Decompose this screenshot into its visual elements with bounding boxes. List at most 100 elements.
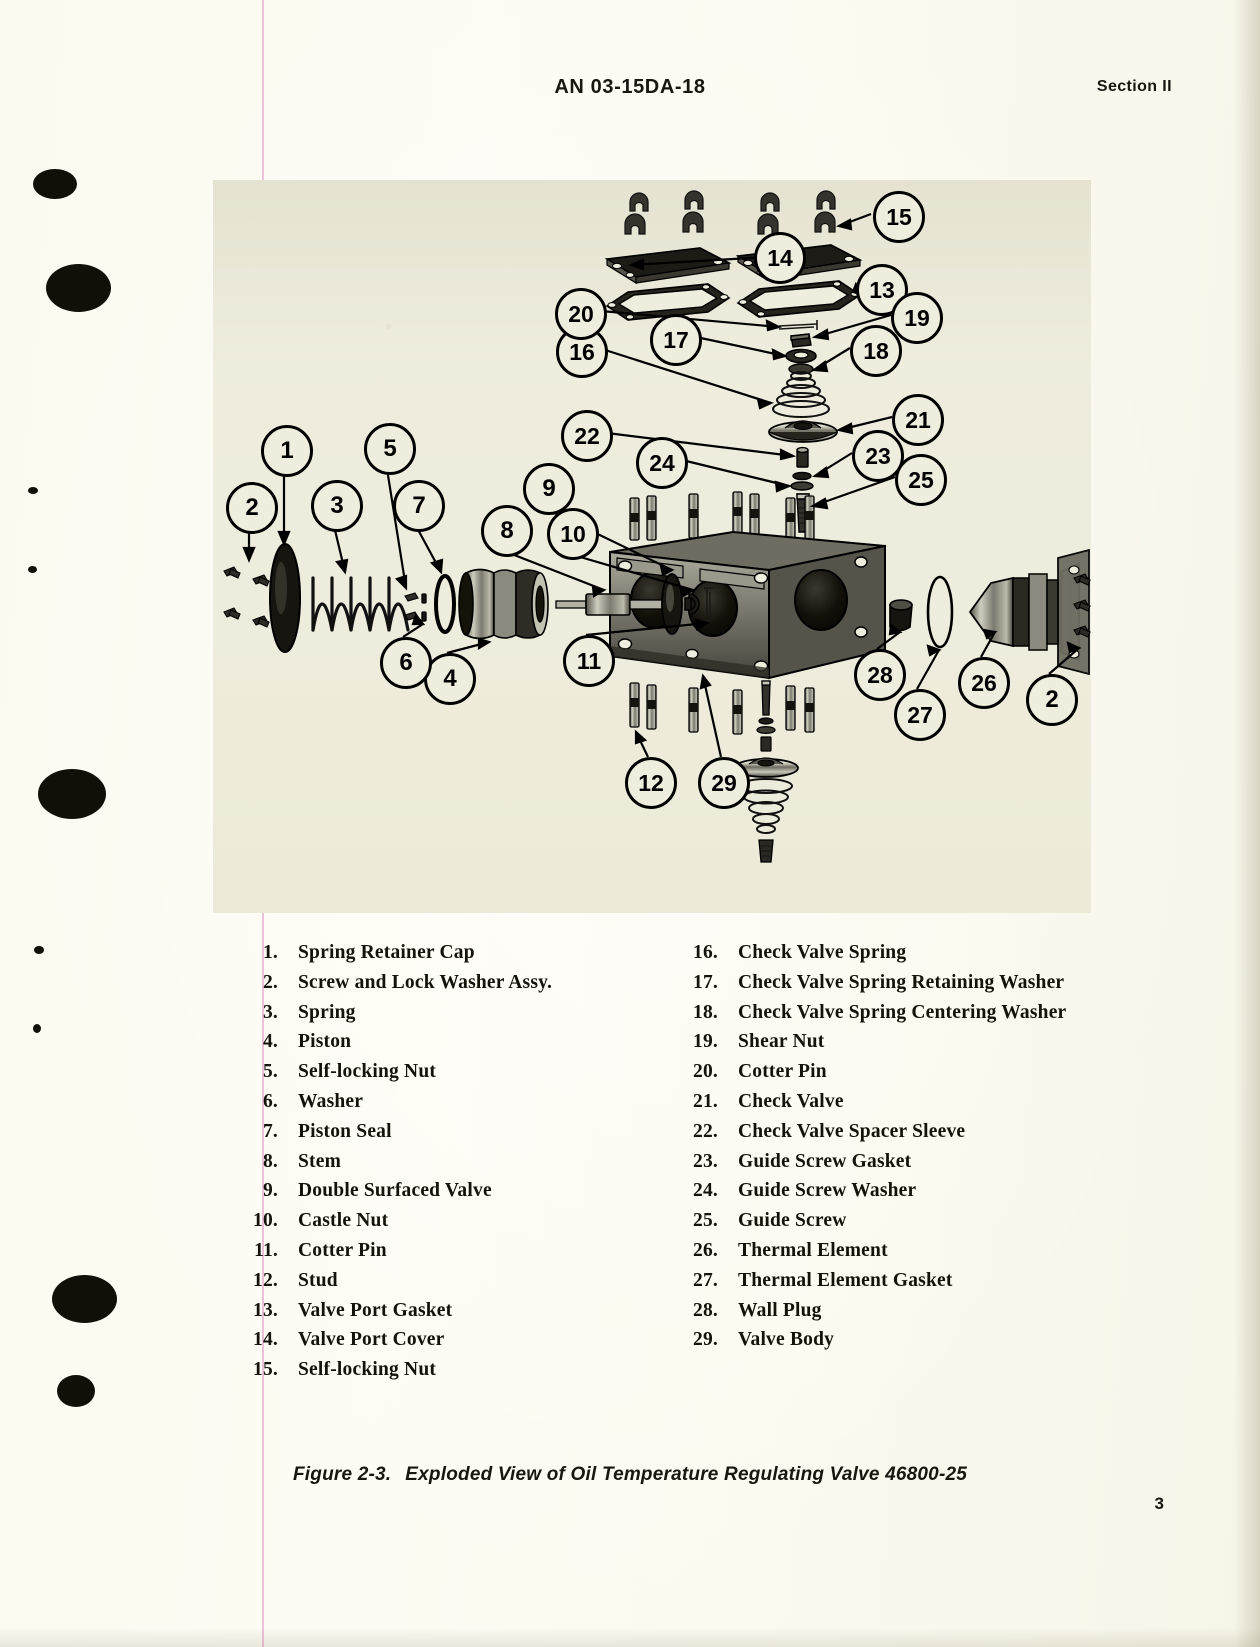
parts-list-item: 26. Thermal Element: [672, 1240, 1132, 1270]
parts-list-item-number: 24.: [693, 1180, 718, 1202]
parts-list-item: 11. Cotter Pin: [232, 1240, 652, 1270]
parts-list-item-label: Valve Body: [738, 1329, 835, 1351]
margin-ink-blob: [28, 566, 37, 573]
parts-list-item-label: Thermal Element: [738, 1239, 888, 1261]
callout-18: 18: [850, 325, 902, 377]
parts-list-item: 27. Thermal Element Gasket: [672, 1270, 1132, 1300]
section-label: Section II: [1096, 78, 1172, 95]
parts-list-item-number: 26.: [693, 1239, 718, 1261]
figure-caption-number: Figure 2-3.: [293, 1464, 392, 1485]
parts-list-item-number: 17.: [693, 971, 718, 993]
parts-list-item-label: Spring Retainer Cap: [298, 942, 475, 963]
parts-list-item-number: 27.: [693, 1269, 718, 1291]
parts-list-item: 7.Piston Seal: [232, 1121, 652, 1151]
parts-list-item: 24. Guide Screw Washer: [672, 1180, 1132, 1210]
parts-list-item-label: Castle Nut: [298, 1210, 389, 1232]
parts-list-item: 6. Washer: [232, 1091, 652, 1121]
parts-list-item-number: 15.: [253, 1359, 278, 1381]
figure-caption-text: Exploded View of Oil Temperature Regulat…: [405, 1464, 967, 1485]
parts-list-item-number: 5.: [262, 1061, 278, 1083]
parts-list-item-number: 18.: [693, 1001, 718, 1023]
callout-25: 25: [895, 454, 947, 506]
parts-list-item-label: Cotter Pin: [738, 1061, 827, 1083]
callout-11: 11: [563, 635, 615, 687]
parts-list-item: 16.Check Valve Spring: [672, 942, 1132, 972]
margin-ink-blob: [33, 169, 77, 199]
parts-list-item-number: 19.: [693, 1031, 718, 1053]
callout-7: 7: [393, 480, 445, 532]
parts-list-item: 12.Stud: [232, 1270, 652, 1300]
parts-list-item-number: 21.: [693, 1090, 718, 1112]
margin-ink-blob: [57, 1375, 95, 1407]
exploded-view-illustration: [223, 190, 1091, 863]
parts-list-item: 3. Spring: [232, 1002, 652, 1032]
parts-list-item: 22. Check Valve Spacer Sleeve: [672, 1121, 1132, 1151]
callout-29: 29: [698, 757, 750, 809]
parts-list-item: 17. Check Valve Spring Retaining Washer: [672, 972, 1132, 1002]
parts-list-item: 8.Stem: [232, 1151, 652, 1181]
callout-14: 14: [754, 232, 806, 284]
parts-list-item-number: 25.: [693, 1210, 718, 1232]
parts-list-item-number: 28.: [693, 1299, 718, 1321]
parts-list-item-number: 8.: [262, 1150, 278, 1172]
parts-list-item-label: Check Valve Spring Centering Washer: [738, 1001, 1067, 1023]
parts-list-item-label: Valve Port Gasket: [298, 1299, 453, 1321]
parts-list-item-number: 7.: [262, 1120, 278, 1142]
parts-list-item: 25. Guide Screw: [672, 1210, 1132, 1240]
parts-list-item-label: Washer: [298, 1090, 364, 1112]
parts-list-item-label: Double Surfaced Valve: [298, 1180, 492, 1202]
parts-list-item-number: 22.: [693, 1120, 718, 1142]
parts-list-item-number: 4.: [262, 1031, 278, 1053]
callout-20: 20: [555, 288, 607, 340]
parts-list-item: 10. Castle Nut: [232, 1210, 652, 1240]
parts-list-item-label: Thermal Element Gasket: [738, 1269, 953, 1291]
parts-list-item-number: 6.: [262, 1090, 278, 1112]
margin-ink-blob: [28, 487, 38, 494]
page-title: AN 03-15DA-18: [554, 76, 706, 98]
parts-list-item: 1.Spring Retainer Cap: [232, 942, 652, 972]
parts-list-item-number: 9.: [262, 1180, 278, 1202]
parts-list-item: 2.Screw and Lock Washer Assy.: [232, 972, 652, 1002]
parts-list-item-label: Spring: [298, 1001, 356, 1023]
callout-21: 21: [892, 394, 944, 446]
parts-list-item: 28. Wall Plug: [672, 1300, 1132, 1330]
parts-list-item-label: Guide Screw Gasket: [738, 1150, 912, 1172]
parts-list-item-number: 29.: [693, 1329, 718, 1351]
callout-19: 19: [891, 292, 943, 344]
callout-28: 28: [854, 649, 906, 701]
callout-27: 27: [894, 689, 946, 741]
parts-list-item-number: 3.: [262, 1001, 278, 1023]
callout-24: 24: [636, 437, 688, 489]
parts-list-item-label: Cotter Pin: [298, 1239, 387, 1261]
margin-ink-blob: [52, 1275, 117, 1323]
parts-list-item: 21. Check Valve: [672, 1091, 1132, 1121]
parts-list-item-number: 20.: [693, 1061, 718, 1083]
parts-list-item-label: Check Valve Spring Retaining Washer: [738, 971, 1065, 993]
parts-list-item-number: 23.: [693, 1150, 718, 1172]
callout-2: 2: [1026, 674, 1078, 726]
parts-list-item: 29. Valve Body: [672, 1329, 1132, 1359]
parts-list-item: 15. Self-locking Nut: [232, 1359, 652, 1389]
parts-list-item-label: Check Valve Spacer Sleeve: [738, 1120, 966, 1142]
callout-10: 10: [547, 508, 599, 560]
parts-list-item-label: Check Valve: [738, 1090, 844, 1112]
callout-22: 22: [561, 410, 613, 462]
parts-list-item-number: 11.: [254, 1239, 278, 1261]
parts-list-item: 14.Valve Port Cover: [232, 1329, 652, 1359]
parts-list-item: 9. Double Surfaced Valve: [232, 1180, 652, 1210]
parts-list-item-label: Guide Screw Washer: [738, 1180, 917, 1202]
callout-15: 15: [873, 191, 925, 243]
margin-ink-blob: [46, 264, 111, 312]
callout-1: 1: [261, 425, 313, 477]
parts-list-item: 4.Piston: [232, 1031, 652, 1061]
callout-12: 12: [625, 757, 677, 809]
figure-caption: Figure 2-3. Exploded View of Oil Temperat…: [0, 1464, 1260, 1486]
parts-list-item-label: Self-locking Nut: [298, 1359, 437, 1381]
parts-list-item-label: Guide Screw: [738, 1210, 847, 1232]
scan-edge-shadow-bottom: [0, 1627, 1260, 1647]
parts-list-item-label: Shear Nut: [738, 1031, 825, 1053]
parts-list-item-label: Wall Plug: [738, 1299, 822, 1321]
parts-list-item-number: 10.: [253, 1210, 278, 1232]
